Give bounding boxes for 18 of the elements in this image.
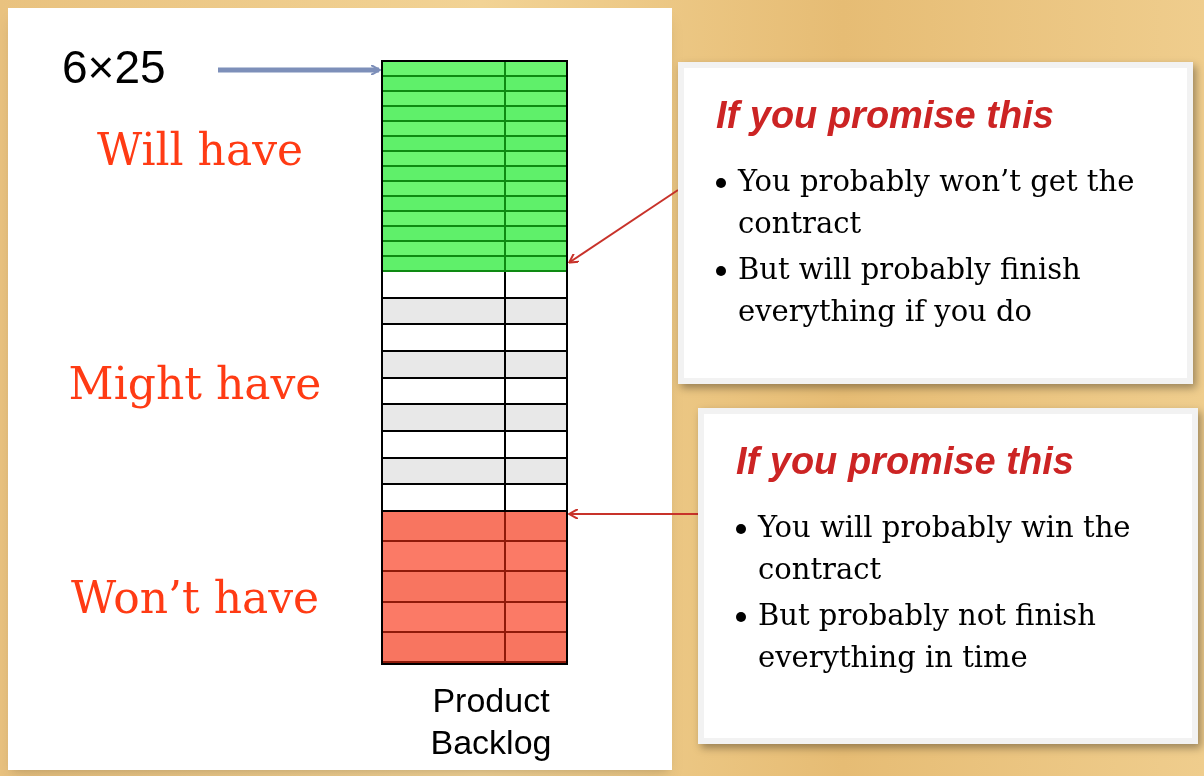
- note-card: [698, 408, 1198, 744]
- bullet-text: You will probably win the contract: [758, 508, 1132, 588]
- bullet-text: But will probably finish everything if you do: [738, 250, 1082, 330]
- priority-label: Won’t have: [69, 576, 321, 620]
- arrow: [568, 508, 699, 520]
- bullet-text: You probably won’t get the contract: [738, 162, 1136, 242]
- column-caption: Product Backlog: [429, 680, 553, 763]
- arrow: [568, 189, 679, 264]
- note-card: [678, 62, 1193, 384]
- will-have-band: [383, 62, 566, 272]
- priority-label: Will have: [95, 128, 305, 172]
- card-heading: If you promise this: [736, 439, 1075, 484]
- card-heading: If you promise this: [716, 93, 1055, 138]
- count-label: 6×25: [62, 44, 166, 90]
- arrow: [218, 64, 381, 76]
- bullet-text: But probably not finish everything in time: [758, 596, 1097, 676]
- wont-have-band: [383, 512, 566, 663]
- might-have-band: [383, 272, 566, 512]
